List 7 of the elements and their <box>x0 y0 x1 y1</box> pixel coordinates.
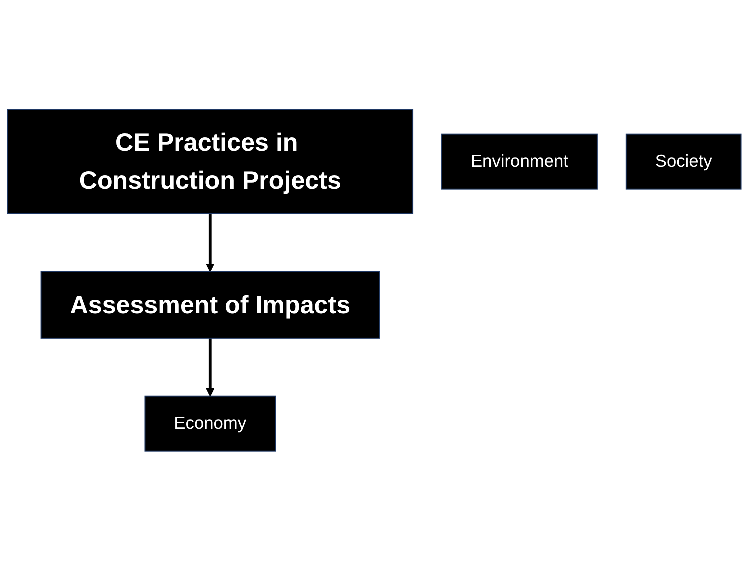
node-box: Assessment of Impacts <box>40 272 380 340</box>
arrow <box>206 338 215 398</box>
node-box: Environment <box>442 134 598 190</box>
node-box: CE Practices in Construction Projects <box>7 110 414 215</box>
node-box: Society <box>626 134 742 190</box>
arrow <box>206 214 215 273</box>
node-box: Economy <box>144 396 276 452</box>
